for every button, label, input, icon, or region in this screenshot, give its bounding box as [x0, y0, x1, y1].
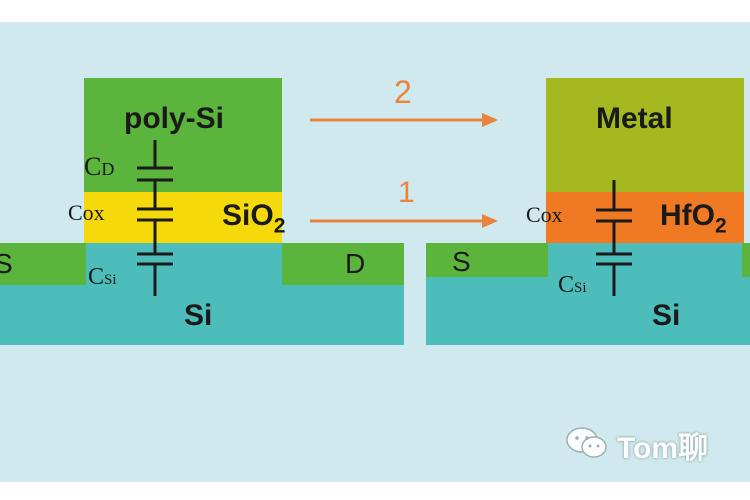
right-source-region — [426, 243, 548, 277]
arrow-2-label: 2 — [394, 74, 412, 110]
left-poly-si-gate — [84, 78, 282, 192]
right-cap-si-label: CSi — [558, 272, 587, 298]
right-source-label: S — [452, 246, 471, 277]
left-sio2-oxide — [84, 192, 282, 243]
left-drain-region — [282, 243, 404, 285]
wechat-icon — [565, 425, 609, 466]
right-hfo2-oxide — [546, 192, 744, 243]
left-substrate-label: Si — [184, 299, 213, 332]
watermark-text: Tom聊 — [617, 432, 709, 465]
right-drain-region — [742, 243, 750, 277]
left-drain-label: D — [345, 248, 366, 279]
watermark: Tom聊 — [565, 425, 708, 465]
left-source-label: S — [0, 248, 13, 279]
arrow-1-label: 1 — [398, 176, 415, 209]
left-gate-label: poly-Si — [124, 102, 225, 135]
arrow-1 — [310, 214, 498, 228]
left-oxide-label: SiO2 — [222, 199, 286, 238]
right-substrate-label: Si — [652, 299, 681, 332]
right-metal-gate — [546, 78, 744, 192]
right-oxide-label: HfO2 — [660, 199, 727, 238]
left-cap-oxide-label: Cox — [68, 200, 105, 225]
right-cap-oxide-label: Cox — [526, 202, 563, 227]
left-cap-si-label: CSi — [88, 264, 117, 290]
left-capacitor-chain — [137, 140, 173, 296]
left-source-region — [0, 243, 86, 285]
right-capacitor-chain — [596, 180, 632, 296]
arrow-2 — [310, 113, 498, 127]
right-gate-label: Metal — [596, 102, 673, 135]
left-cap-gate-label: CD — [84, 152, 115, 181]
